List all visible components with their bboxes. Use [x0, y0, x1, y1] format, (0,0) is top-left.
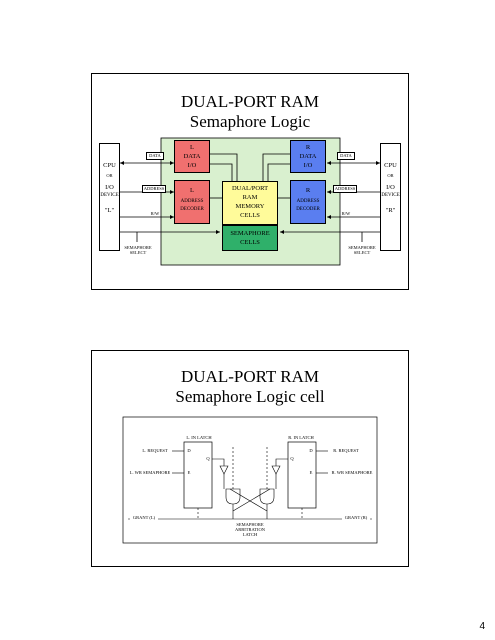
r-pin-q: Q [290, 456, 294, 461]
l-pin-d: D [187, 448, 191, 453]
r-pin-e: E [309, 470, 313, 475]
l-wr-semaphore-label: L. WR SEMAPHORE [129, 470, 171, 475]
slide2-title-line2: Semaphore Logic cell [175, 387, 325, 406]
slide1-title-line2: Semaphore Logic [189, 112, 311, 131]
r-pin-d: D [309, 448, 313, 453]
l-address-decoder-block: L ADDRESS DECODER [174, 180, 210, 224]
right-rw-label: R/W [341, 211, 351, 216]
semaphore-cells-block: SEMAPHORE CELLS [222, 225, 278, 251]
l-buffer [219, 465, 229, 475]
right-data-label: DATA [337, 152, 355, 160]
l-pin-q: Q [206, 456, 210, 461]
slide-semaphore-logic-cell: DUAL-PORT RAM Semaphore Logic cell [91, 350, 409, 567]
left-cpu-device: CPU OR I/O DEVICE "L" [99, 143, 120, 251]
l-nand-gate [225, 488, 241, 505]
slide-semaphore-logic: DUAL-PORT RAM Semaphore Logic [91, 73, 409, 290]
r-latch-box [287, 441, 317, 509]
l-request-label: L. REQUEST [142, 448, 168, 453]
r-nand-gate [259, 488, 275, 505]
l-latch-label: L. IN LATCH [186, 435, 212, 440]
slide1-title-line1: DUAL-PORT RAM [181, 92, 319, 111]
slide2-circuit [122, 416, 378, 544]
slide2-title-line1: DUAL-PORT RAM [181, 367, 319, 386]
l-pin-e: E [187, 470, 191, 475]
left-data-label: DATA [146, 152, 164, 160]
memory-cells-block: DUAL/PORT RAM MEMORY CELLS [222, 181, 278, 225]
right-cpu-device: CPU OR I/O DEVICE "R" [380, 143, 401, 251]
r-request-label: R. REQUEST [333, 448, 359, 453]
l-latch-box [183, 441, 213, 509]
r-latch-label: R. IN LATCH [288, 435, 314, 440]
page-number: 4 [479, 621, 485, 632]
r-wr-semaphore-label: R. WR SEMAPHORE [331, 470, 373, 475]
r-buffer [271, 465, 281, 475]
left-address-label: ADDRESS [142, 185, 166, 193]
grant-r-label: GRANT (R) [342, 515, 370, 520]
left-rw-label: R/W [150, 211, 160, 216]
r-data-io-block: R DATA I/O [290, 140, 326, 173]
l-data-io-block: L DATA I/O [174, 140, 210, 173]
right-address-label: ADDRESS [333, 185, 357, 193]
r-address-decoder-block: R ADDRESS DECODER [290, 180, 326, 224]
grant-l-label: GRANT (L) [130, 515, 158, 520]
